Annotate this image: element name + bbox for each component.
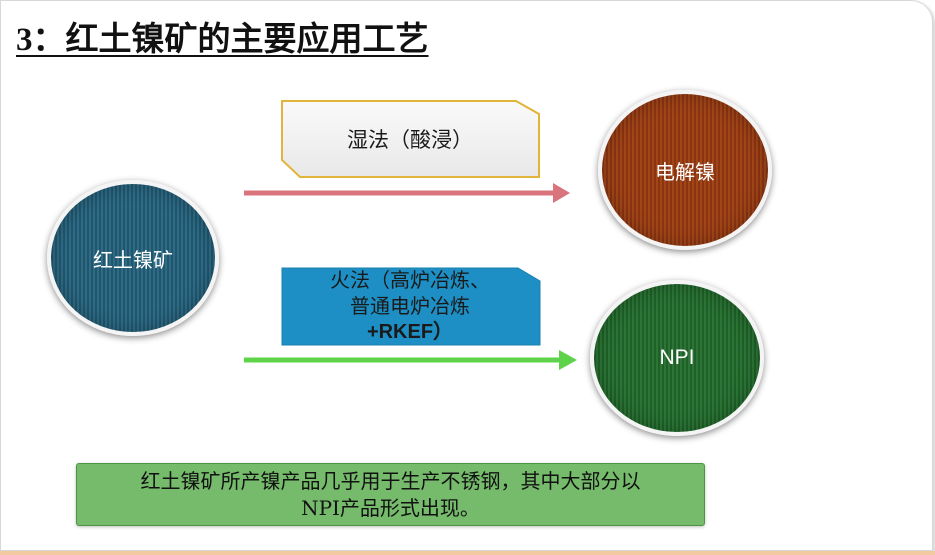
wet-process-box — [281, 100, 540, 178]
summary-note-box: 红土镍矿所产镍产品几乎用于生产不锈钢，其中大部分以 NPI产品形式出现。 — [76, 463, 705, 526]
electrolytic-nickel-label: 电解镍 — [655, 159, 715, 184]
laterite-nickel-ore-label: 红土镍矿 — [93, 247, 173, 272]
slide-title: 3：红土镍矿的主要应用工艺 — [16, 22, 429, 58]
electrolytic-nickel-node: 电解镍 — [598, 90, 772, 250]
fire-process-line-3: +RKEF） — [366, 321, 454, 343]
fire-process-line-1: 火法（高炉冶炼、 — [330, 268, 490, 292]
npi-label: NPI — [659, 346, 695, 369]
fire-process-line-2: 普通电炉冶炼 — [350, 294, 470, 318]
fire-arrow — [244, 350, 577, 370]
summary-note-line-2: NPI产品形式出现。 — [301, 495, 480, 520]
wet-process-label: 湿法（酸浸） — [347, 128, 473, 152]
bottom-accent-bar — [0, 551, 935, 555]
summary-note-line-1: 红土镍矿所产镍产品几乎用于生产不锈钢，其中大部分以 — [140, 468, 641, 493]
laterite-nickel-ore-node: 红土镍矿 — [47, 180, 219, 336]
wet-arrow — [244, 183, 570, 203]
fire-process-label: 火法（高炉冶炼、 普通电炉冶炼 +RKEF） — [282, 267, 538, 345]
fire-process-box — [281, 267, 541, 346]
npi-node: NPI — [590, 280, 764, 436]
